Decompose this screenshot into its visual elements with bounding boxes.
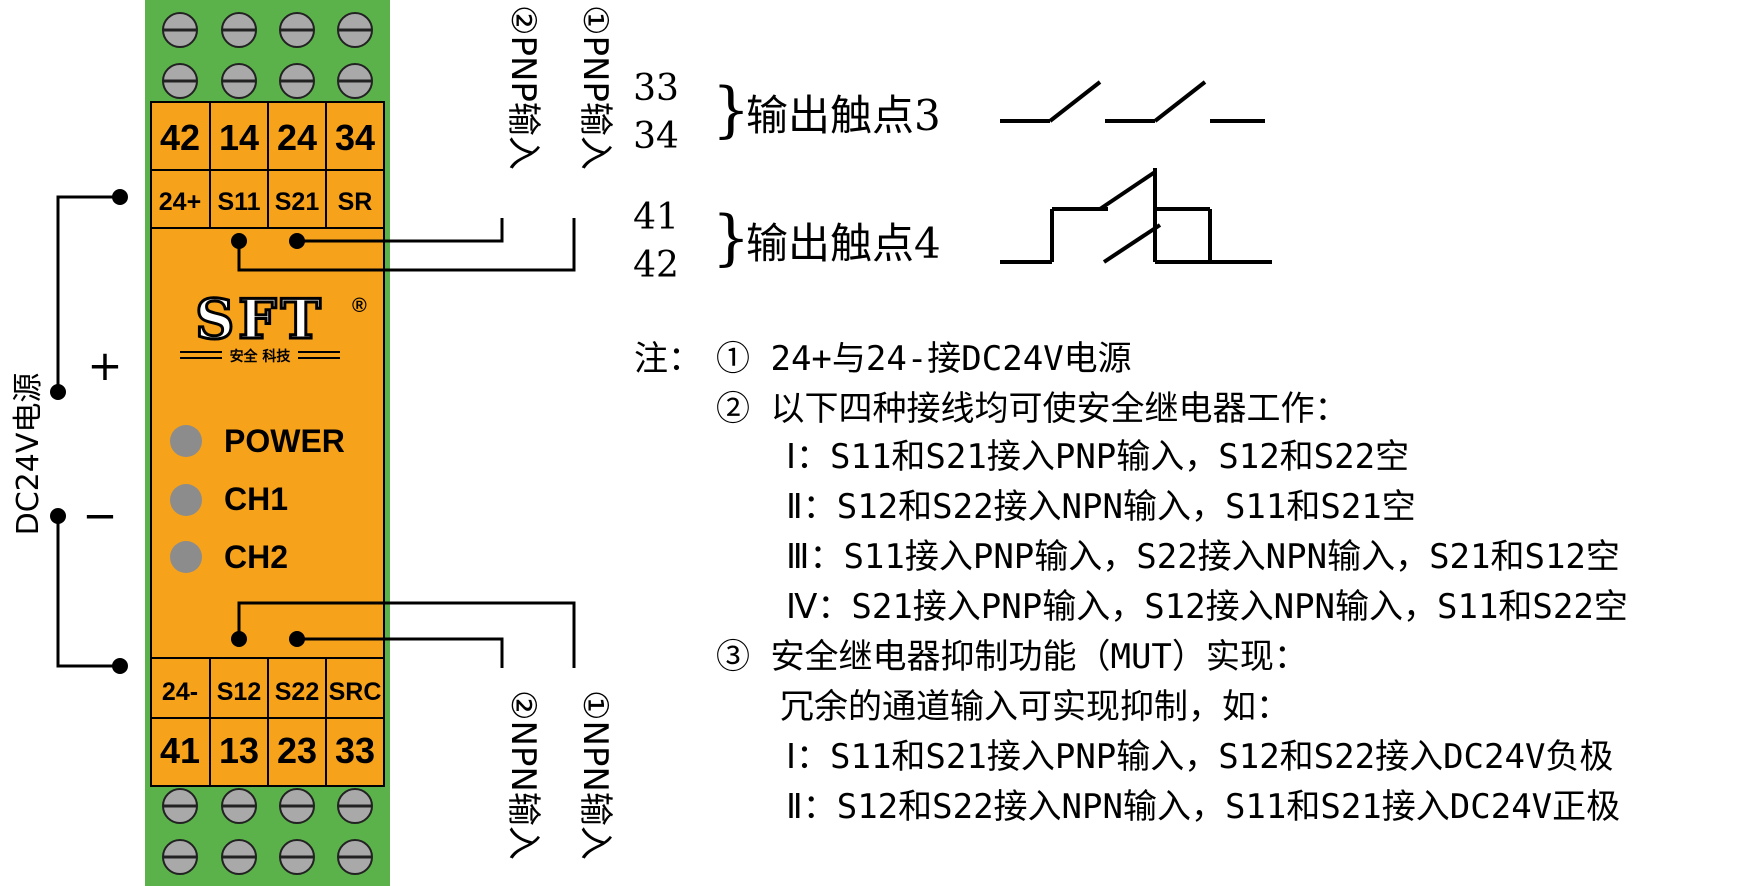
logo-text: SFT bbox=[195, 287, 325, 351]
note-line: ① 24+与24-接DC24V电源 bbox=[716, 339, 1132, 379]
terminal-label: S11 bbox=[217, 188, 260, 216]
note-option: Ⅰ：S11和S21接入PNP输入，S12和S22接入DC24V负极 bbox=[786, 737, 1613, 777]
led-label: POWER bbox=[224, 423, 345, 459]
screw-icon bbox=[162, 12, 373, 875]
terminal-label: 24+ bbox=[159, 188, 201, 216]
note-line: 冗余的通道输入可实现抑制，如： bbox=[780, 687, 1290, 727]
input-label: ②NPN输入 bbox=[503, 690, 543, 860]
terminal-number: 13 bbox=[219, 730, 259, 771]
note-prefix: 注： bbox=[634, 339, 702, 379]
contact-terminal: 41 bbox=[633, 197, 679, 238]
power-label: DC24V电源 bbox=[11, 373, 46, 536]
contact-label: 输出触点4 bbox=[746, 219, 941, 268]
contact-4: 41 42 } 输出触点4 bbox=[633, 168, 1272, 286]
ch2-led-icon bbox=[170, 541, 202, 573]
logo-subtitle: 安全 科技 bbox=[230, 348, 292, 365]
contact-terminal: 42 bbox=[633, 245, 679, 286]
terminal-number: 14 bbox=[219, 117, 259, 158]
terminal-number: 34 bbox=[335, 117, 375, 158]
plus-sign: + bbox=[87, 341, 122, 390]
ch1-led-icon bbox=[170, 484, 202, 516]
terminal-number: 41 bbox=[160, 730, 200, 771]
no-contact-symbol-icon bbox=[1000, 80, 1265, 123]
input-label: ②PNP输入 bbox=[503, 5, 543, 170]
input-label: ①PNP输入 bbox=[575, 5, 615, 170]
note-line: ③ 安全继电器抑制功能（MUT）实现： bbox=[716, 637, 1308, 677]
terminal-number: 23 bbox=[277, 730, 317, 771]
relay-module bbox=[145, 0, 390, 886]
power-led-icon bbox=[170, 425, 202, 457]
contact-terminal: 33 bbox=[633, 68, 679, 109]
logo: SFT ® 安全 科技 bbox=[180, 286, 367, 365]
brace-icon: } bbox=[712, 203, 750, 273]
terminal-label: SR bbox=[338, 188, 373, 216]
notes: 注： ① 24+与24-接DC24V电源 ② 以下四种接线均可使安全继电器工作：… bbox=[634, 339, 1628, 827]
minus-sign: − bbox=[82, 491, 117, 540]
input-wires bbox=[237, 218, 576, 668]
terminal-number: 33 bbox=[335, 730, 375, 771]
terminal-label: SRC bbox=[329, 678, 382, 706]
led-label: CH2 bbox=[224, 539, 288, 575]
terminal-label: S21 bbox=[275, 188, 320, 216]
terminal-label: S12 bbox=[217, 678, 261, 706]
registered-mark: ® bbox=[352, 295, 367, 317]
leds: POWER CH1 CH2 bbox=[170, 423, 345, 575]
terminal-number: 24 bbox=[277, 117, 317, 158]
terminal-number: 42 bbox=[160, 117, 200, 158]
note-option: Ⅳ：S21接入PNP输入，S12接入NPN输入，S11和S22空 bbox=[786, 587, 1628, 627]
terminal-label: 24- bbox=[162, 678, 198, 706]
note-option: Ⅱ：S12和S22接入NPN输入，S11和S21接入DC24V正极 bbox=[786, 787, 1620, 827]
contact-label: 输出触点3 bbox=[746, 91, 941, 140]
note-option: Ⅲ：S11接入PNP输入，S22接入NPN输入，S21和S12空 bbox=[786, 537, 1620, 577]
led-label: CH1 bbox=[224, 481, 288, 517]
screw-terminals bbox=[162, 12, 373, 875]
terminal-label: S22 bbox=[275, 678, 319, 706]
note-option: Ⅱ：S12和S22接入NPN输入，S11和S21空 bbox=[786, 487, 1416, 527]
note-option: Ⅰ：S11和S21接入PNP输入，S12和S22空 bbox=[786, 437, 1409, 477]
note-line: ② 以下四种接线均可使安全继电器工作： bbox=[716, 389, 1348, 429]
contact-terminal: 34 bbox=[633, 116, 679, 157]
contact-3: 33 34 } 输出触点3 bbox=[633, 68, 1265, 157]
terminal-labels: 42 14 24 34 24+ S11 S21 SR 24- S12 S22 S… bbox=[159, 117, 382, 771]
input-label: ①NPN输入 bbox=[575, 690, 615, 860]
brace-icon: } bbox=[712, 75, 750, 145]
nc-contact-symbol-icon bbox=[1000, 168, 1272, 264]
power-wires bbox=[56, 195, 120, 668]
